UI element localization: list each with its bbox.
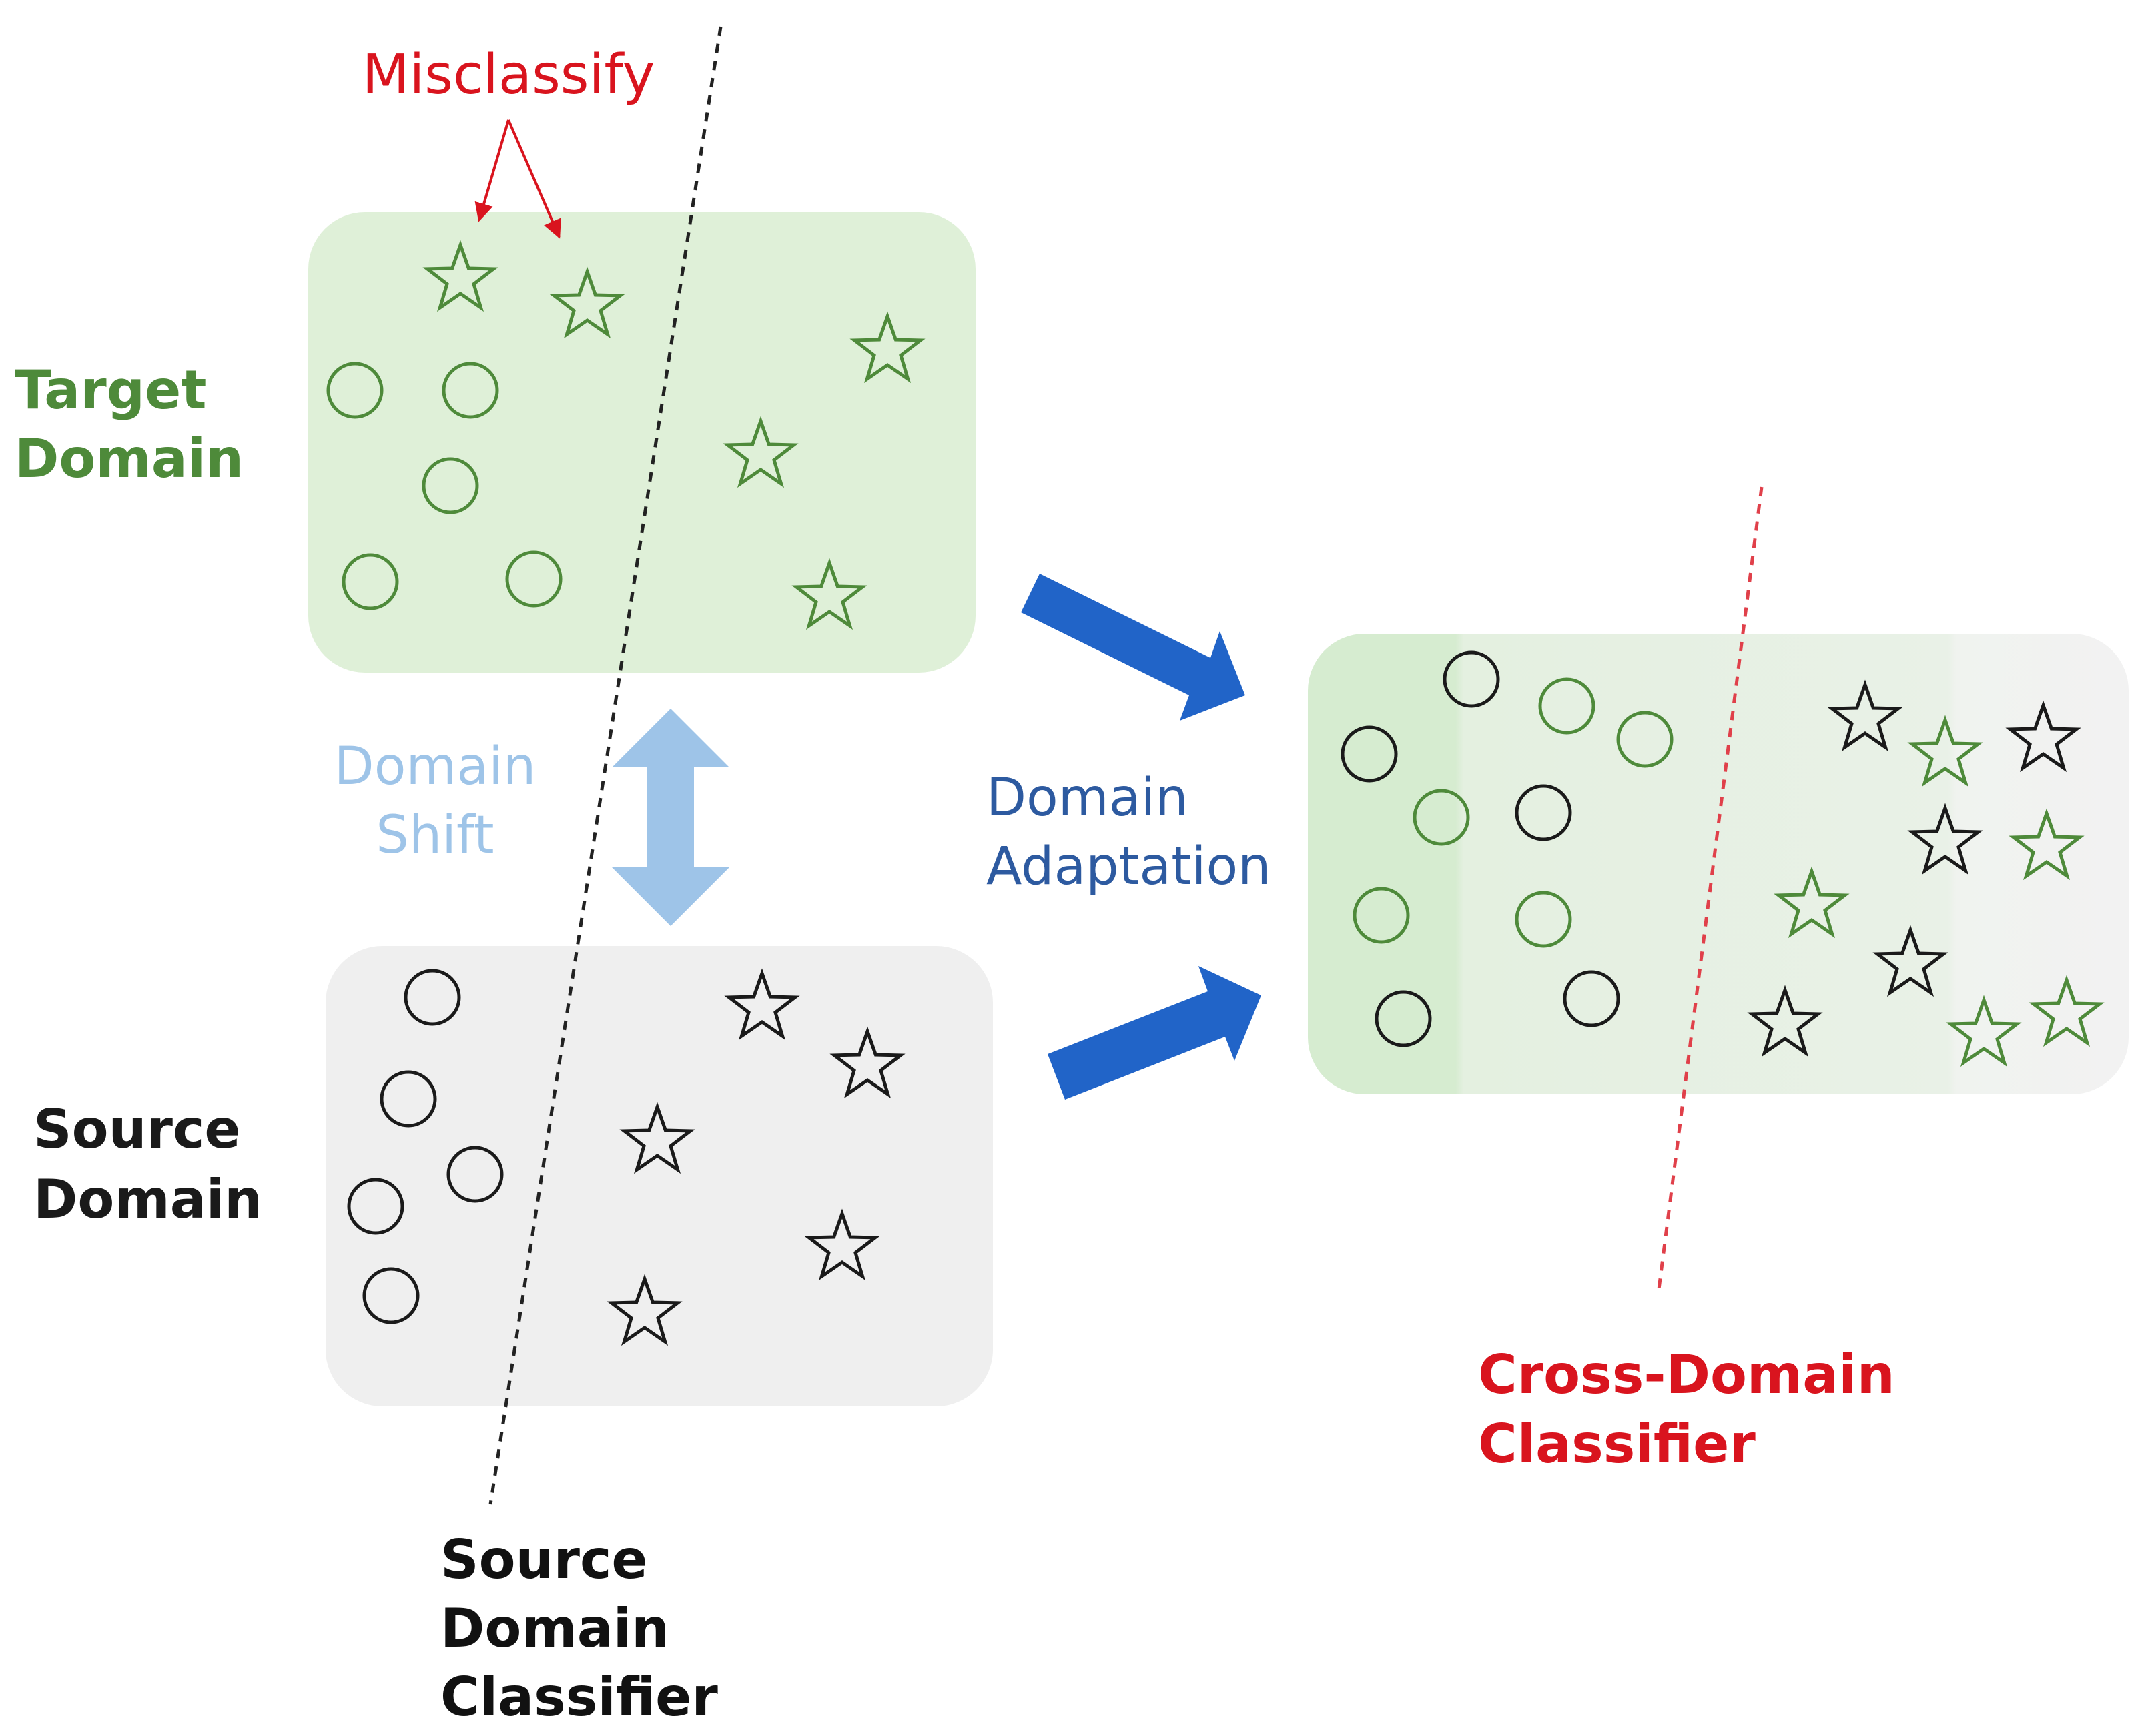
misclassify-label: Misclassify (362, 43, 655, 107)
source-sample-star (804, 1208, 880, 1281)
source-sample-star (1872, 925, 1948, 997)
cross-classifier-label-2: Classifier (1478, 1413, 1756, 1475)
source-classifier-line (488, 26, 723, 1505)
cross-classifier-line (1656, 486, 1764, 1295)
source-classifier-label-2: Domain (440, 1597, 669, 1659)
target-sample-star (1946, 995, 2022, 1067)
source-sample-circle (404, 969, 461, 1026)
cross-domain-box (1308, 634, 2129, 1094)
target-sample-star (1907, 715, 1983, 787)
source-sample-star (619, 1102, 695, 1174)
target-sample-circle (1616, 711, 1674, 768)
target-sample-circle (1353, 887, 1410, 944)
target-sample-star (422, 240, 498, 312)
source-sample-circle (1515, 784, 1572, 841)
adaptation-arrow-upper (1021, 574, 1245, 721)
source-sample-circle (1375, 990, 1432, 1047)
target-sample-circle (342, 553, 399, 610)
source-sample-star (829, 1026, 906, 1099)
source-domain-box (326, 946, 993, 1406)
source-sample-circle (362, 1267, 420, 1324)
source-sample-circle (1563, 970, 1620, 1027)
target-sample-circle (505, 550, 563, 608)
source-domain-label-2: Domain (33, 1168, 262, 1230)
source-sample-circle (1341, 725, 1398, 783)
domain-shift-label-1: Domain (334, 737, 536, 797)
target-sample-circle (1538, 677, 1595, 735)
target-domain-label-2: Domain (15, 428, 244, 490)
source-sample-star (1827, 679, 1903, 752)
target-sample-star (723, 416, 799, 488)
misclassify-arrow-left (474, 119, 510, 222)
target-domain-label-1: Target (15, 359, 206, 421)
domain-shift-arrow (612, 709, 729, 926)
target-sample-circle (442, 362, 499, 419)
adaptation-arrow-lower (1048, 966, 1261, 1100)
source-sample-circle (446, 1146, 504, 1203)
source-sample-star (724, 968, 800, 1041)
target-sample-circle (422, 457, 479, 514)
source-sample-star (1747, 985, 1823, 1057)
source-sample-star (607, 1274, 683, 1346)
domain-shift-label-2: Shift (376, 805, 494, 865)
sample-marks (326, 240, 2105, 1346)
domain-adaptation-label-2: Adaptation (986, 837, 1271, 897)
cross-classifier-label-1: Cross-Domain (1478, 1344, 1895, 1406)
source-sample-star (2005, 700, 2081, 773)
target-sample-star (2009, 808, 2085, 881)
target-sample-star (791, 558, 867, 630)
source-classifier-label-1: Source (440, 1529, 648, 1591)
source-sample-circle (1443, 650, 1500, 708)
source-sample-star (1907, 803, 1983, 875)
source-sample-circle (347, 1178, 404, 1235)
domain-adaptation-label-1: Domain (986, 768, 1188, 828)
misclassify-arrow-right (507, 119, 561, 239)
target-sample-star (2029, 975, 2105, 1047)
target-sample-star (849, 311, 926, 384)
target-sample-star (1774, 866, 1850, 939)
source-domain-label-1: Source (33, 1098, 241, 1160)
target-sample-circle (1515, 891, 1572, 948)
target-domain-box (308, 212, 976, 673)
target-sample-circle (1413, 789, 1470, 846)
source-sample-circle (380, 1070, 437, 1128)
source-classifier-label-3: Classifier (440, 1666, 718, 1728)
target-sample-circle (326, 362, 384, 419)
target-sample-star (549, 266, 625, 339)
